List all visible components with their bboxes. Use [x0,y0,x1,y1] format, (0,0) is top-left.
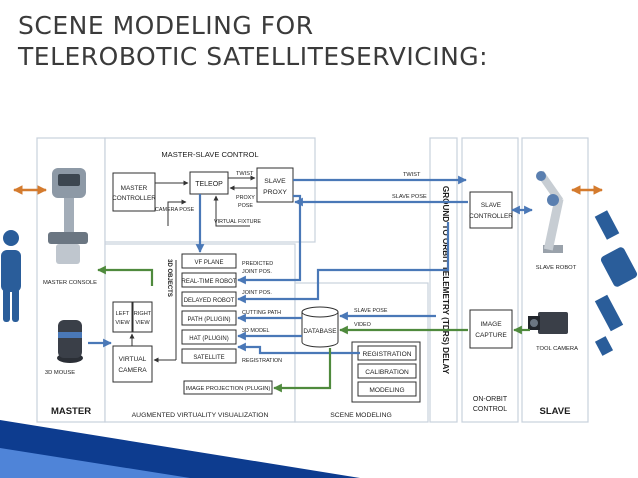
satellite-figure [594,210,638,356]
path-plugin-label: PATH (PLUGIN) [187,317,230,323]
calibration-box [357,363,417,379]
modeling-label: MODELING [369,387,404,394]
render-to-console-arrow [97,265,154,286]
slide-title-line-1: SCENE MODELING FOR [18,11,314,40]
predicted-joint-pos-arrow [237,194,302,285]
predicted-label-1: PREDICTED [242,261,273,267]
telemetry-delay-label: GROUND TO ORBIT TELEMETRY (TDRS) DELAY [441,186,450,375]
virtual-fixture-arrow [213,195,250,227]
image-capture-label-1: IMAGE [480,321,502,328]
teleop-box [189,171,229,195]
cutting-path-label: CUTTING PATH [242,310,281,316]
master-slave-control-label: MASTER-SLAVE CONTROL [161,150,258,159]
tool-camera-device [528,312,568,334]
joint-pos-label: JOINT POS. [242,290,272,296]
image-capture-label-2: CAPTURE [475,332,507,339]
human-operator-figure [1,230,21,322]
tool-camera-label: TOOL CAMERA [536,346,578,352]
hat-plugin-box [181,329,237,345]
corner-decoration [0,420,360,478]
registration-label: REGISTRATION [363,351,412,358]
camera-pose-label: CAMERA POSE [155,207,195,213]
right-view-label-2: VIEW [135,320,150,326]
mouse-3d-device [57,320,83,363]
virtual-camera-label-1: VIRTUAL [119,356,147,363]
registration-signal-label: REGISTRATION [242,358,282,364]
augmented-virtuality-label: AUGMENTED VIRTUALITY VISUALIZATION [132,412,269,419]
master-controller-label-1: MASTER [121,185,148,192]
image-projection-arrow [273,348,332,393]
virtual-camera-box [112,345,153,383]
proxy-pose-label-1: PROXY [236,195,255,201]
virtual-fixture-label: VIRTUAL FIXTURE [214,219,261,225]
real-time-robot-box [181,272,237,288]
image-capture-box [469,309,513,349]
slide-title-line-2: TELEROBOTIC SATELLITESERVICING: [18,42,489,71]
scene-modeling-label: SCENE MODELING [330,412,392,419]
slave-pose-db-label: SLAVE POSE [354,308,388,314]
master-console-label: MASTER CONSOLE [43,280,97,286]
proxy-pose-label-2: POSE [238,203,253,209]
calibration-label: CALIBRATION [365,369,409,376]
slave-pose-label-right: SLAVE POSE [392,194,427,200]
image-projection-label: IMAGE PROJECTION (PLUGIN) [186,386,271,392]
master-controller-box [112,172,156,212]
registration-signal-arrow [237,342,360,355]
joint-pos-arrow [237,222,450,304]
path-plugin-box [181,310,237,326]
real-time-robot-label: REAL-TIME ROBOT [181,279,236,285]
left-view-box [112,301,133,333]
slave-proxy-label-2: PROXY [263,189,287,196]
camera-pose-arrow [167,199,187,226]
slide-title: SCENE MODELING FOR TELEROBOTIC SATELLITE… [18,10,618,72]
slave-robot-device [536,170,564,253]
mouse-3d-label: 3D MOUSE [45,370,75,376]
predicted-label-2: JOINT POS. [242,269,272,275]
delayed-robot-label: DELAYED ROBOT [184,298,235,304]
twist-label-right: TWIST [403,172,421,178]
left-view-label-2: VIEW [115,320,130,326]
slave-controller-label-1: SLAVE [481,202,501,209]
right-view-box [132,301,153,333]
slave-robot-label: SLAVE ROBOT [536,265,577,271]
slave-controller-label-2: CONTROLLER [469,213,513,220]
vf-plane-box [181,253,237,269]
video-label: VIDEO [354,322,371,328]
on-orbit-control-panel [461,137,519,423]
on-orbit-label-line-1: ON-ORBIT [473,396,508,403]
virtual-camera-label-2: CAMERA [118,367,147,374]
teleop-label: TELEOP [195,181,223,188]
slave-panel-label: SLAVE [540,406,571,417]
objects-3d-label: 3D OBJECTS [166,259,172,297]
slave-proxy-box [256,167,294,203]
right-view-label-1: RIGHT [134,311,152,317]
hat-plugin-label: HAT (PLUGIN) [189,336,228,342]
satellite-box-label: SATELLITE [193,355,224,361]
vf-plane-label: VF PLANE [194,260,223,266]
database-label: DATABASE [303,328,336,335]
model-3d-label: 3D MODEL [242,328,270,334]
slave-panel [521,137,589,423]
slave-proxy-label-1: SLAVE [264,178,286,185]
master-console-device [48,168,88,264]
delayed-robot-box [181,291,237,307]
slave-controller-box [469,191,513,229]
telemetry-delay-band [429,137,458,423]
master-panel-label: MASTER [51,406,91,417]
image-projection-box [183,380,273,395]
master-controller-label-2: CONTROLLER [112,195,156,202]
satellite-box [181,348,237,364]
left-view-label-1: LEFT [116,311,130,317]
twist-label-top: TWIST [236,171,254,177]
modeling-box [357,381,417,397]
database-cylinder [301,306,339,348]
on-orbit-label-line-2: CONTROL [473,406,507,413]
